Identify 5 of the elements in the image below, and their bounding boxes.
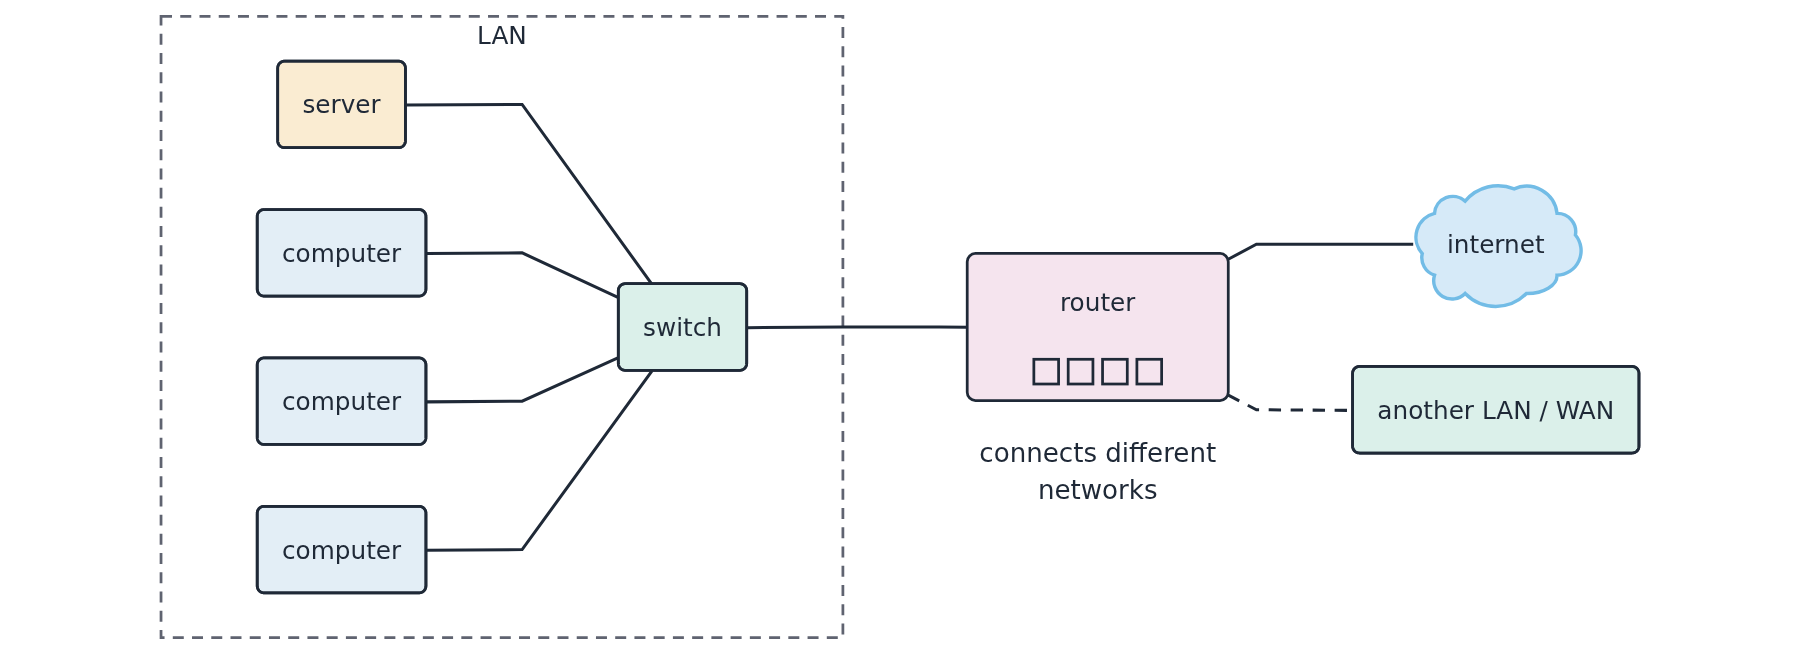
connector [747,325,968,330]
node-caption: connects different networks [978,435,1218,507]
connector [426,370,654,552]
node-box: router [965,252,1230,402]
connector [1227,242,1414,261]
